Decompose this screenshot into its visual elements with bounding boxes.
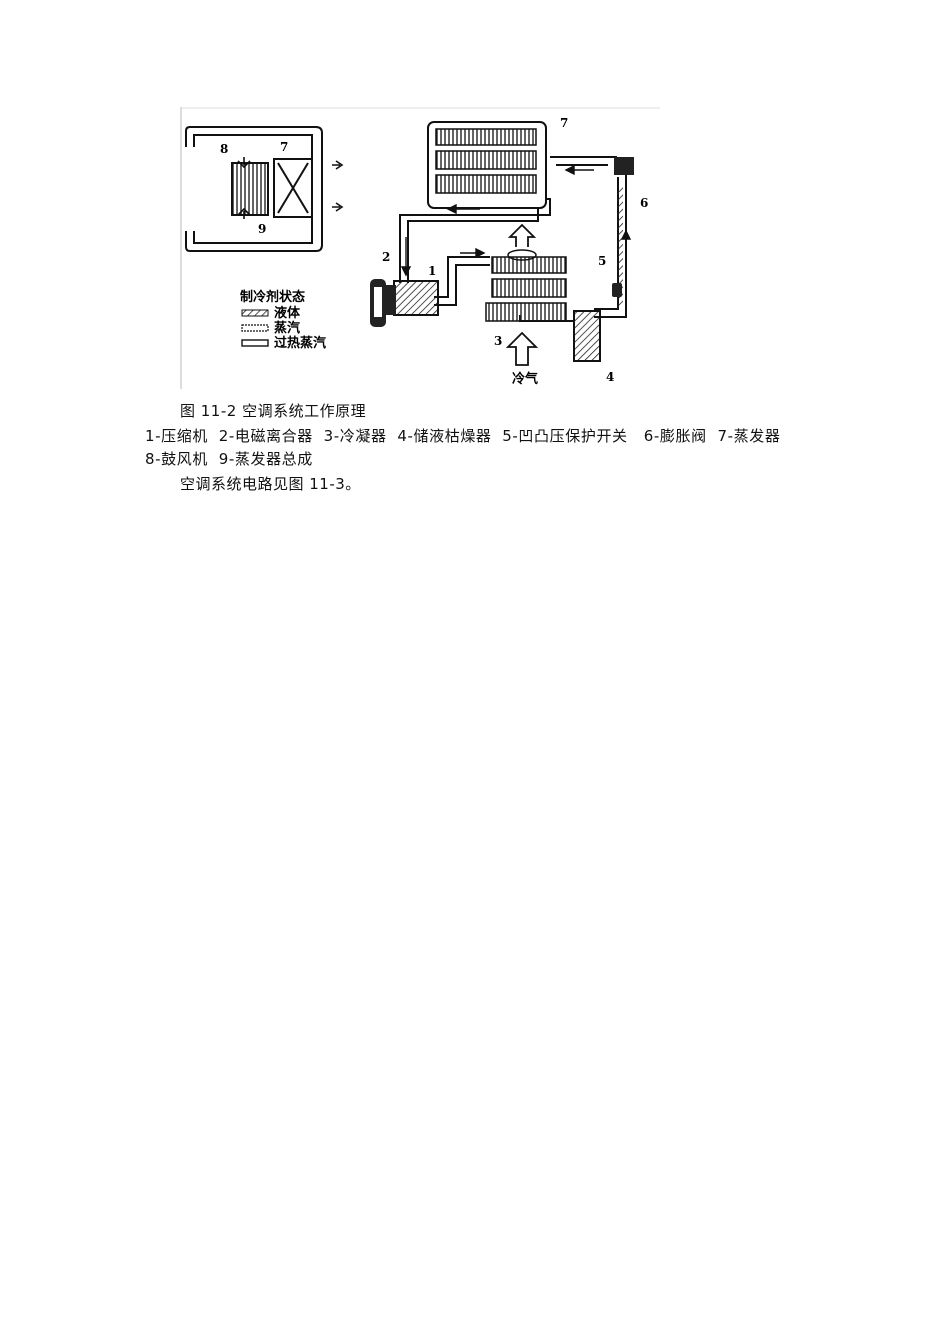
figure-caption: 图 11-2 空调系统工作原理 [180, 402, 367, 420]
receiver-dryer-4 [573, 310, 601, 362]
legend-item-8: 8-鼓风机 [145, 450, 208, 468]
legend-item-1: 1-压缩机 [145, 427, 208, 445]
evaporator-7 [427, 121, 547, 209]
compressor-1 [382, 280, 439, 316]
legend-item-6: 6-膨胀阀 [643, 427, 707, 445]
component-legend: 1-压缩机 2-电磁离合器 3-冷凝器 4-储液枯燥器 5-凹凸压保护开关 6-… [145, 425, 825, 471]
callout-7-inset: 7 [280, 140, 288, 154]
legend-item-2: 2-电磁离合器 [218, 427, 313, 445]
cold-air-arrow-icon [505, 223, 539, 366]
legend-vapor: 蒸汽 [274, 320, 300, 336]
expansion-valve-6 [614, 157, 634, 175]
legend-item-9: 9-蒸发器总成 [218, 450, 313, 468]
magnetic-clutch-2 [370, 279, 386, 327]
vapor-swatch [241, 324, 269, 332]
callout-9: 9 [258, 222, 266, 236]
callout-4: 4 [606, 370, 614, 384]
cold-air-label: 冷气 [512, 371, 538, 387]
callout-1: 1 [428, 264, 436, 278]
flow-arrow-icons [400, 164, 632, 277]
ac-system-diagram: 8 7 9 制冷剂状态 液体 蒸汽 过热蒸汽 7 [180, 107, 662, 389]
evaporator-assembly-inset [185, 126, 323, 252]
liquid-swatch [241, 309, 269, 317]
superheated-swatch [241, 339, 269, 347]
condenser-3 [485, 249, 567, 322]
airflow-arrow-icons [237, 157, 344, 219]
callout-3: 3 [494, 334, 502, 348]
legend-item-3: 3-冷凝器 [323, 427, 387, 445]
legend-superheated: 过热蒸汽 [274, 335, 326, 351]
legend-liquid: 液体 [274, 305, 301, 321]
callout-6: 6 [640, 196, 648, 210]
legend-item-7: 7-蒸发器 [717, 427, 781, 445]
body-paragraph: 空调系统电路见图 11-3。 [180, 475, 361, 493]
refrigerant-legend-title: 制冷剂状态 [240, 289, 305, 305]
callout-5: 5 [598, 254, 606, 268]
legend-item-5: 5-凹凸压保护开关 [502, 427, 628, 445]
callout-8: 8 [220, 142, 228, 156]
legend-item-4: 4-储液枯燥器 [397, 427, 492, 445]
pressure-switch-5 [612, 283, 622, 297]
callout-2: 2 [382, 250, 390, 264]
callout-7: 7 [560, 116, 568, 130]
